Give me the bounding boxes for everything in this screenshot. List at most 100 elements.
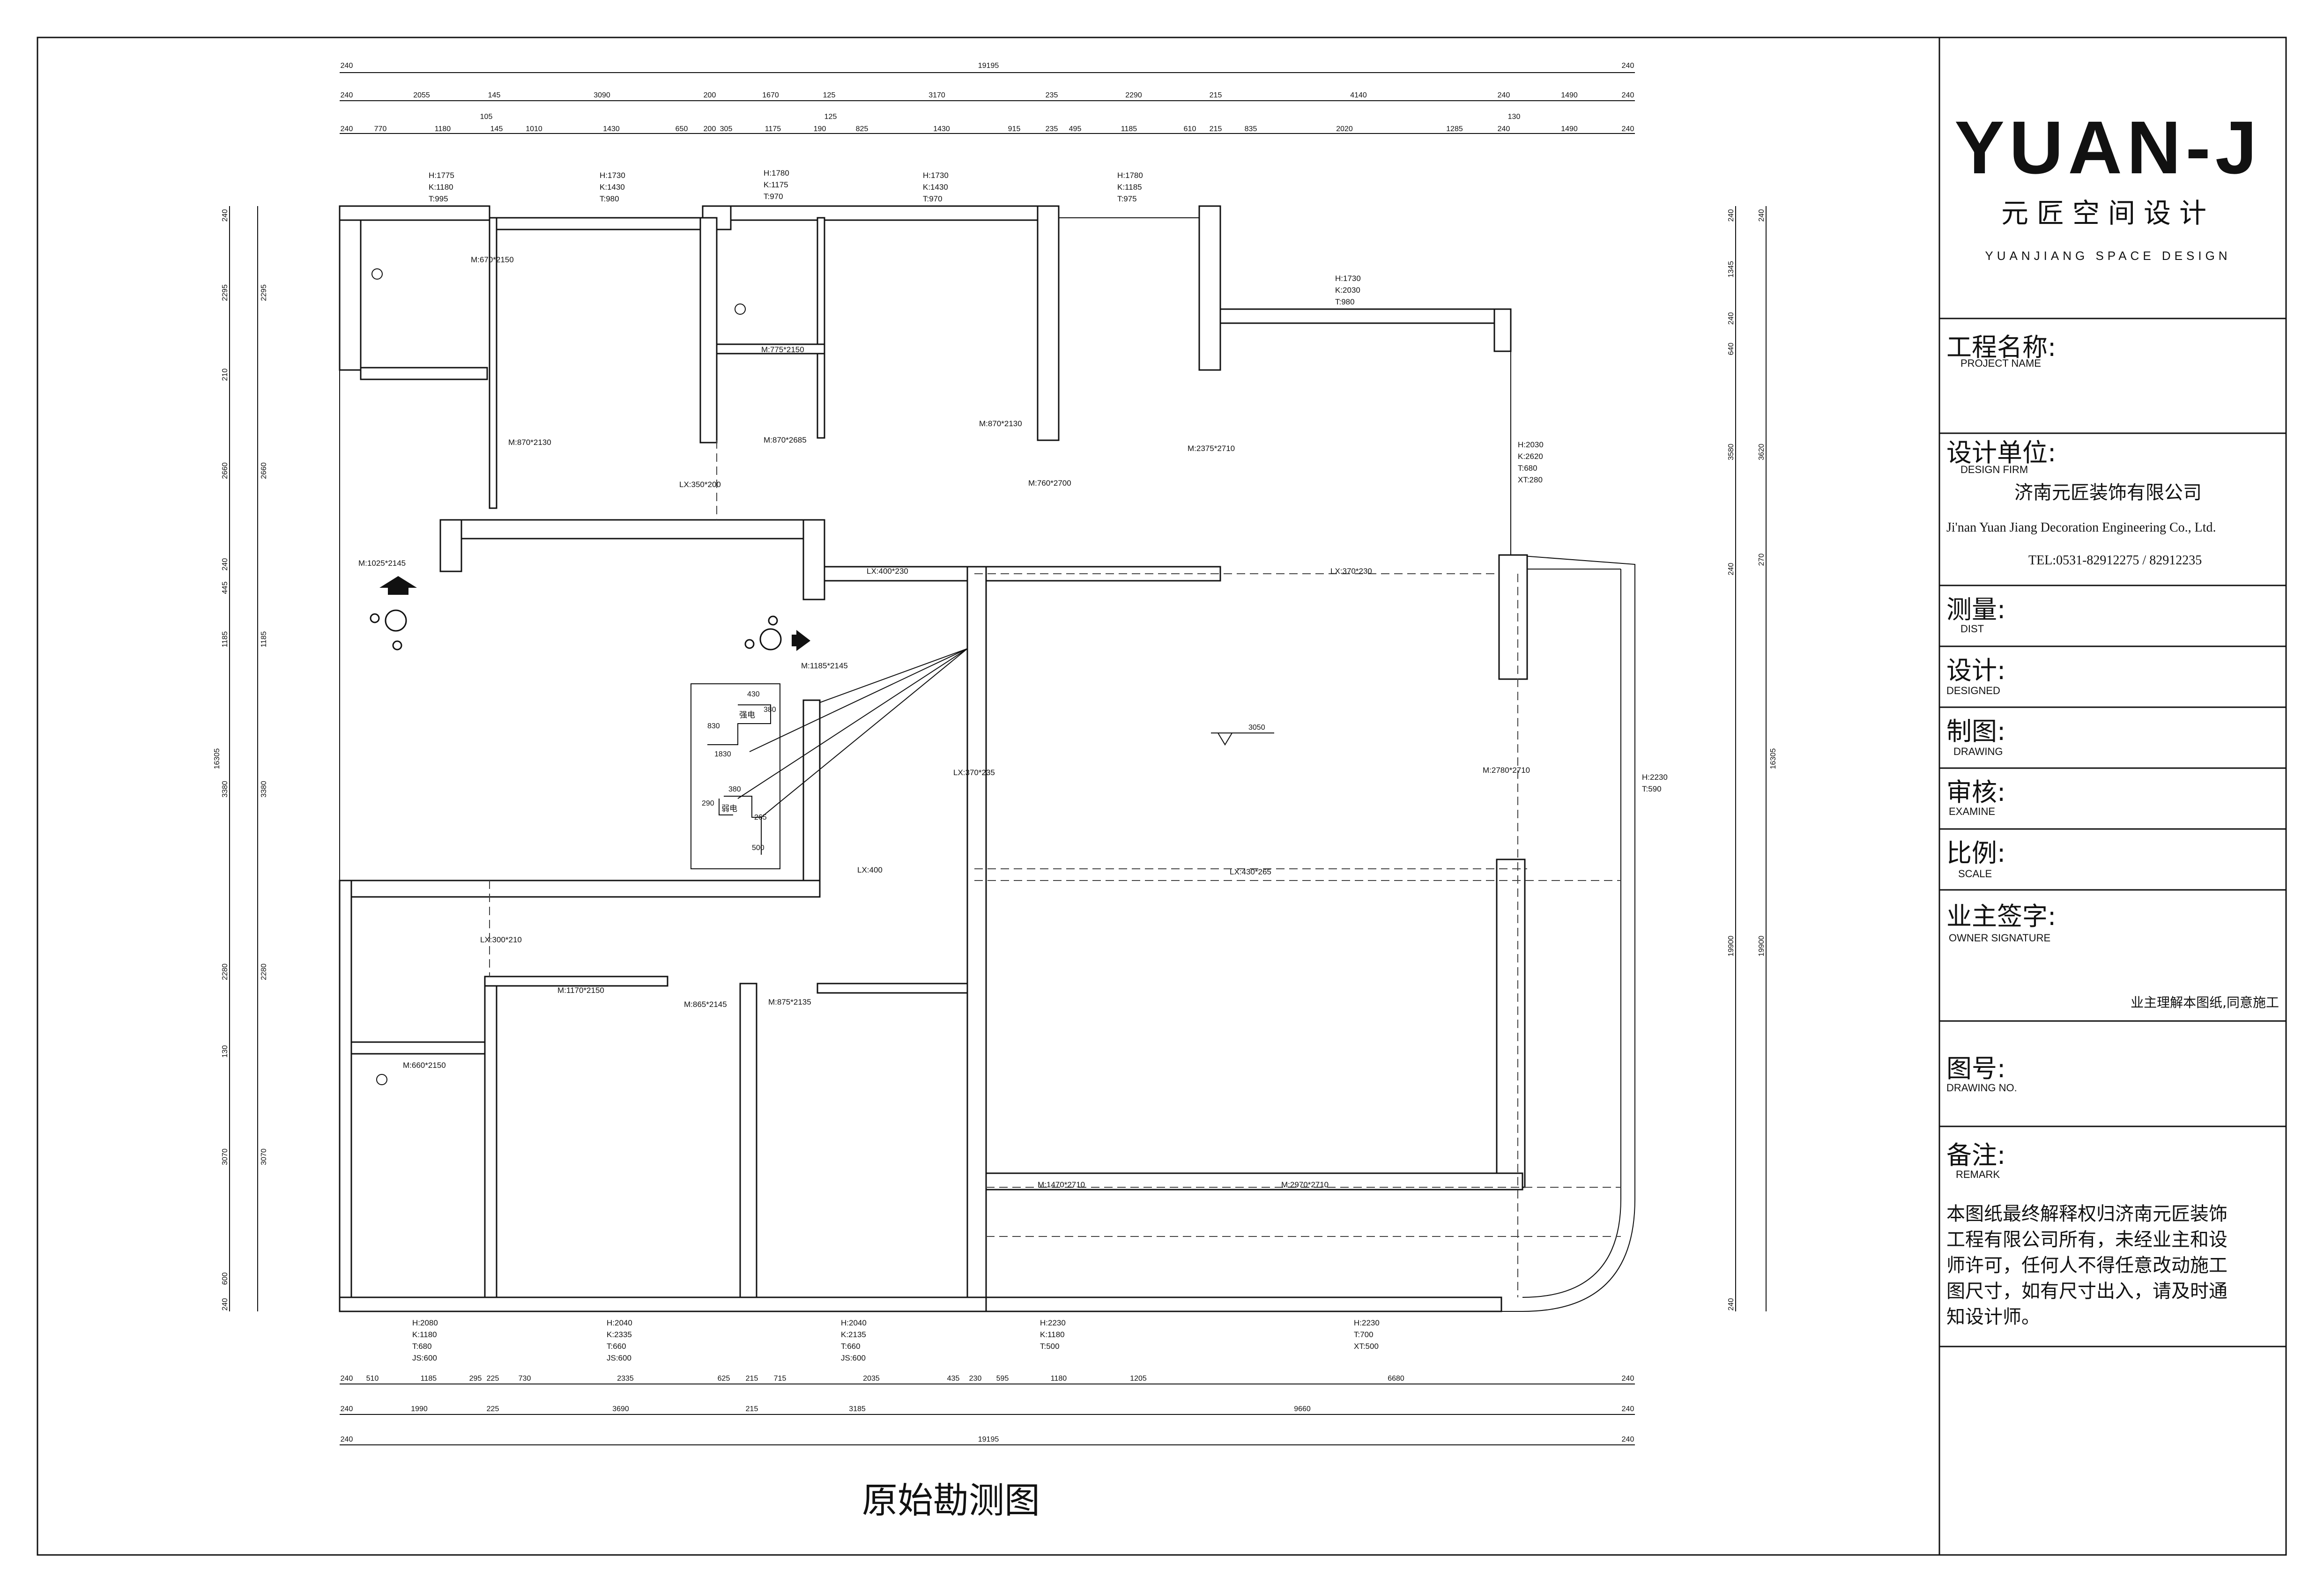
- dim-bot1: 595: [996, 1375, 1009, 1383]
- wall-east-upper: [1493, 308, 1512, 352]
- field-scale-en: SCALE: [1958, 868, 1992, 880]
- dim-left: 240: [221, 1298, 229, 1311]
- floor-drain-icon: [376, 1074, 387, 1085]
- wall-top-6: [1198, 205, 1221, 371]
- window-label: K:1180: [412, 1330, 437, 1339]
- wall-bottom: [339, 1296, 987, 1312]
- door-label: M:865*2145: [684, 1000, 727, 1009]
- dim-left: 600: [221, 1273, 229, 1285]
- window-label: T:700: [1354, 1330, 1374, 1339]
- dim-right2: 270: [1758, 554, 1766, 566]
- wall-inner-e: [360, 367, 488, 380]
- wall-corridor: [966, 566, 987, 1312]
- dim-bot1: 1185: [421, 1375, 437, 1383]
- dim-bot2: 9660: [1294, 1405, 1311, 1413]
- dim-bot2: 240: [1622, 1405, 1634, 1413]
- window-label: T:980: [1335, 297, 1355, 306]
- panel-dim: 380: [764, 706, 776, 714]
- wall-lower-left: [339, 880, 352, 1312]
- dim-left: 240: [221, 209, 229, 222]
- dim-left2: 2660: [260, 462, 268, 479]
- window-label: H:1780: [764, 169, 789, 178]
- dim-top3: 145: [490, 125, 503, 133]
- window-labels: H:1775 K:1180 T:995 H:1730 K:1430 T:980 …: [412, 169, 1668, 1362]
- dim-left2: 1185: [260, 631, 268, 648]
- wall-top-2: [489, 217, 704, 230]
- dim-left: 3380: [221, 781, 229, 798]
- dim-right: 640: [1727, 343, 1735, 355]
- dim-right-total: 16305: [1769, 748, 1777, 770]
- dim-bot1: 435: [947, 1375, 960, 1383]
- dim-top3: 1285: [1446, 125, 1463, 133]
- dim-left: 130: [221, 1045, 229, 1058]
- beam-label: LX:430*265: [1230, 867, 1271, 876]
- dim-right2: 19900: [1758, 936, 1766, 957]
- title-block: YUAN-J 元匠空间设计 YUANJIANG SPACE DESIGN 工程名…: [1939, 105, 2286, 1347]
- dim-bot1: 1205: [1130, 1375, 1147, 1383]
- field-scale: 比例:: [1946, 838, 2005, 868]
- gas-meter-icon: [759, 628, 782, 651]
- panel-dim: 290: [702, 799, 714, 807]
- door-label: M:1025*2145: [358, 559, 406, 568]
- window-label: T:680: [1518, 464, 1537, 473]
- wall-inner-b: [699, 217, 718, 444]
- beam-label: LX:400*230: [867, 567, 908, 576]
- wall-top-left: [339, 205, 362, 371]
- dim-bottom-total: 19195: [978, 1436, 999, 1443]
- dim-bot1: 1180: [1051, 1375, 1067, 1383]
- wall-lower-c: [350, 1041, 486, 1055]
- field-examine: 审核:: [1946, 777, 2005, 807]
- panel-dim: 1830: [714, 750, 731, 758]
- wall-lower-h: [339, 880, 821, 898]
- electrical-panel-inset: 强电 弱电 430 380 830 1830 380 290 265 500: [691, 648, 968, 869]
- floor-drain-icon: [371, 268, 383, 280]
- dim-right: 19900: [1727, 936, 1735, 957]
- field-project-name: 工程名称:: [1946, 333, 2056, 362]
- window-label: K:1430: [600, 183, 625, 192]
- wall-ne: [1219, 308, 1512, 324]
- field-drawing: 制图:: [1946, 717, 2005, 746]
- remark-line-5: 知设计师。: [1946, 1306, 2040, 1328]
- dim-top-total: 19195: [978, 62, 999, 70]
- wall-inner-c: [817, 217, 825, 439]
- dim-right: 1345: [1727, 261, 1735, 278]
- dim-top2: 145: [488, 91, 501, 99]
- door-label: M:760*2700: [1028, 479, 1071, 488]
- field-designed-en: DESIGNED: [1946, 685, 2000, 696]
- door-label: M:870*2685: [764, 436, 807, 444]
- dim-bot1: 510: [366, 1375, 379, 1383]
- drawing-title: 原始勘测图: [862, 1480, 1040, 1521]
- dim-top3: 240: [1498, 125, 1510, 133]
- window-label: H:1730: [600, 171, 625, 180]
- dim-left: 2295: [221, 284, 229, 301]
- panel-dim: 380: [728, 785, 741, 793]
- dim-left: 1185: [221, 631, 229, 648]
- panel-weak-label: 弱电: [721, 804, 737, 813]
- dim-top2: 2290: [1125, 91, 1142, 99]
- window-label: T:995: [429, 194, 448, 203]
- wall-lower-b: [739, 983, 757, 1312]
- dim-bot2: 3690: [612, 1405, 629, 1413]
- door-label: M:875*2135: [768, 998, 811, 1006]
- door-label: M:775*2150: [761, 345, 804, 354]
- window-label: H:2230: [1642, 773, 1668, 782]
- brand-name-en: YUANJIANG SPACE DESIGN: [1985, 249, 2231, 263]
- door-label: M:670*2150: [471, 255, 514, 264]
- dim-top2: 125: [823, 91, 836, 99]
- window-label: T:970: [764, 192, 783, 201]
- wall-lower-e: [817, 983, 968, 994]
- field-remark: 备注:: [1946, 1140, 2005, 1170]
- window-label: H:2030: [1518, 440, 1544, 449]
- dim-bot1: 625: [718, 1375, 730, 1383]
- dim-top2: 2055: [413, 91, 430, 99]
- dim-bot2: 240: [341, 1405, 353, 1413]
- entry-marker-left: [370, 576, 417, 651]
- window-label: T:590: [1642, 784, 1662, 793]
- dim-top2: 1670: [762, 91, 779, 99]
- dim-top3: 200: [704, 125, 716, 133]
- window-label: H:2040: [607, 1318, 632, 1327]
- dim-bot1: 225: [487, 1375, 499, 1383]
- dim-top-end-r: 240: [1622, 62, 1634, 70]
- dim-bot1: 240: [341, 1375, 353, 1383]
- window-label: JS:600: [607, 1354, 631, 1362]
